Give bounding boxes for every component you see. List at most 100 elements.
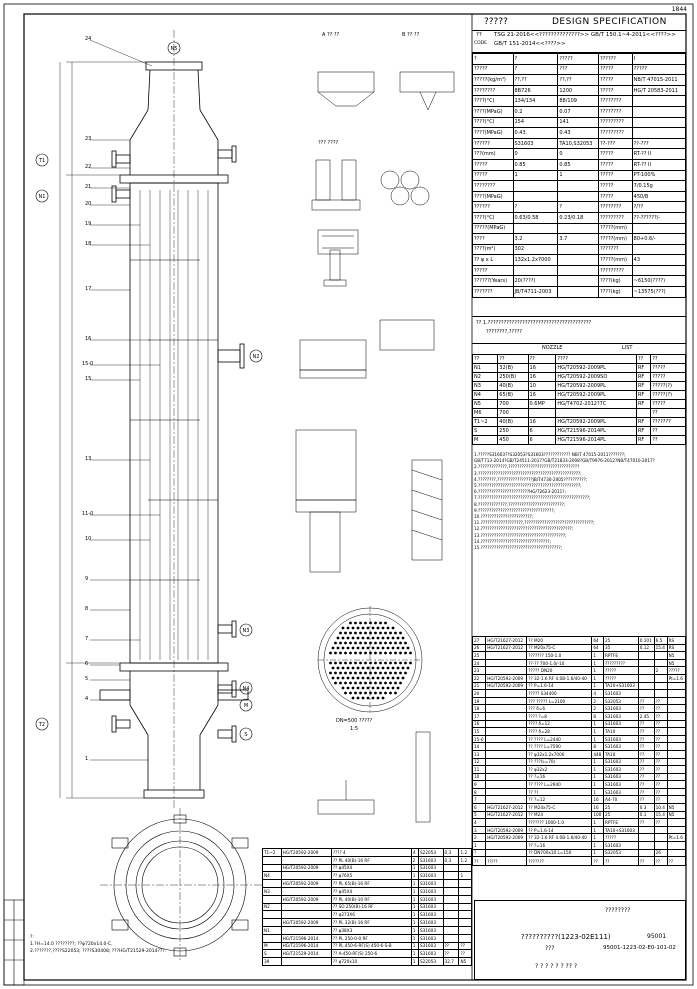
nozzle-header-cell: ?? xyxy=(635,354,652,364)
spec-row-cell xyxy=(631,116,687,129)
tube-hole xyxy=(339,641,342,645)
tube-hole xyxy=(339,661,342,665)
tube-hole xyxy=(349,661,352,665)
part-row-left-cell: 1 xyxy=(410,910,420,920)
tube-hole xyxy=(381,696,385,700)
part-row-cell: 448 xyxy=(591,749,604,759)
part-row-left-cell: HG/T21529-2014 xyxy=(280,949,332,959)
nozzle-row-cell: N5 xyxy=(471,399,499,409)
part-row-cell: ?? ???? L=7590 xyxy=(526,742,593,751)
part-row-cell: 4 xyxy=(591,689,604,698)
part-row-left-cell: S xyxy=(262,949,282,959)
part-row-cell xyxy=(666,749,687,759)
spec-row-cell: ????? xyxy=(557,53,599,65)
tube-hole xyxy=(344,651,347,655)
nozzle-row-cell xyxy=(527,408,557,418)
tube-hole xyxy=(349,651,352,655)
part-row-cell: 1 xyxy=(591,666,604,675)
spec-row-cell: ?????(kg/m³) xyxy=(472,74,514,86)
svg-text:9: 9 xyxy=(85,576,88,582)
part-row-cell xyxy=(637,651,655,660)
tube-hole xyxy=(379,651,382,655)
svg-text:1: 1 xyxy=(85,756,88,762)
tube-hole xyxy=(364,631,367,635)
nozzle-row-cell: RF xyxy=(635,372,652,382)
spec-row-cell xyxy=(631,105,687,118)
part-row-cell: N5 xyxy=(666,810,687,820)
nozzle-row-cell: ?? xyxy=(650,426,686,436)
spec-row-cell xyxy=(557,243,599,256)
note-line: 5.??????????????????????????????????????… xyxy=(474,483,582,489)
nozzle-row-cell: M6 xyxy=(471,408,499,418)
spec-row: ?????????????????/?? xyxy=(472,201,687,213)
spec-row-cell: 7/0.15g xyxy=(631,180,687,192)
part-row-cell: 16 xyxy=(591,803,604,812)
spec-row-cell: 88/109 xyxy=(557,95,599,107)
tube-hole xyxy=(409,661,412,665)
tube-hole xyxy=(374,681,377,685)
part-row-left-cell: ?? xyxy=(442,949,460,959)
nozzle-row-cell: ?? xyxy=(650,435,686,445)
spec-row-cell: 132x1.2x7000 xyxy=(512,254,559,266)
part-row-cell: 16 xyxy=(591,795,604,805)
tube-hole xyxy=(329,671,332,675)
spec-row-cell: ????(m²) xyxy=(472,243,514,256)
part-row-cell: 1 xyxy=(591,719,604,729)
spec-row-cell: ????? xyxy=(598,169,633,182)
part-row-left-cell xyxy=(280,957,332,966)
spec-row: ?????????????? xyxy=(472,264,687,277)
spec-row-cell: TA10,S32053 xyxy=(557,137,599,150)
svg-text:M: M xyxy=(244,703,248,709)
part-row-left-cell: 1 xyxy=(410,902,420,912)
sign-row: ? ? ? ? ? ? ?? ? xyxy=(535,963,578,970)
part-row-cell: A4-70 xyxy=(602,795,639,805)
part-row-cell: Pt=1.6 xyxy=(666,833,687,843)
part-row-left-cell: 1 xyxy=(410,925,420,935)
svg-text:S: S xyxy=(244,732,247,738)
main-vessel xyxy=(99,61,249,799)
part-row-left-cell: 1 xyxy=(410,879,420,888)
part-row-cell: S31603 xyxy=(602,734,639,744)
part-row-cell xyxy=(485,734,528,744)
part-row-cell: S31603 xyxy=(602,711,639,721)
part-row-cell xyxy=(653,825,668,835)
part-row-cell xyxy=(666,818,687,827)
tube-hole xyxy=(401,666,405,670)
detail-b-label: B ?? ?? xyxy=(402,32,420,38)
part-row-left-cell: S31603 xyxy=(418,910,444,920)
tube-hole xyxy=(376,696,380,700)
part-row-cell: ???? ?=8 xyxy=(526,711,593,721)
tube-hole xyxy=(371,696,375,700)
part-row-left-cell: 1 xyxy=(458,871,472,881)
tube-hole xyxy=(391,626,395,630)
spec-row-cell: 0 xyxy=(557,148,599,160)
part-row-cell: ?? DN700x10 L=150 xyxy=(526,848,593,858)
spec-row-cell: PT-100% xyxy=(631,169,687,182)
tube-hole xyxy=(364,651,367,655)
tube-hole xyxy=(334,681,337,685)
nozzle-header-cell: ?? xyxy=(497,354,529,364)
spec-row-cell: ????? xyxy=(598,180,633,192)
tube-hole xyxy=(339,651,342,655)
spec-row-cell: ????? xyxy=(472,264,514,277)
spec-row-cell: ?? φ x L xyxy=(472,254,514,266)
outer-frame xyxy=(3,3,694,986)
tube-hole xyxy=(379,691,382,695)
tube-hole xyxy=(334,671,337,675)
tube-hole xyxy=(331,646,335,650)
part-row-cell: ????? xyxy=(602,666,639,675)
tube-hole xyxy=(384,691,387,695)
spec-row-cell: JB/T4711-2003 xyxy=(512,286,559,298)
nozzle-row-cell: 40(B) xyxy=(497,417,529,427)
svg-text:22: 22 xyxy=(85,164,91,170)
part-row-cell xyxy=(637,848,655,858)
part-row-cell: ?? xyxy=(637,772,655,782)
